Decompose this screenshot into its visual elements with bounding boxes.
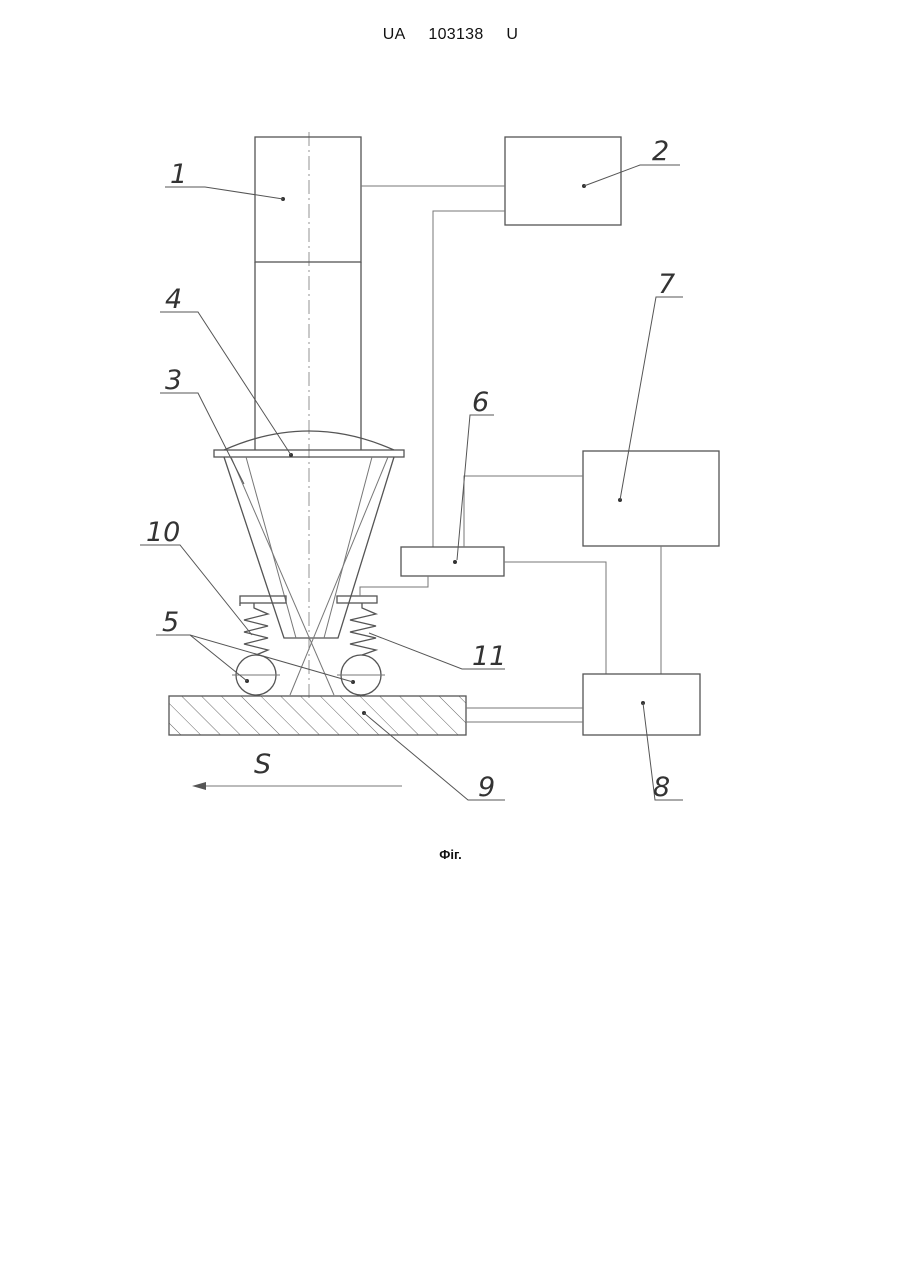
link-6-mount [360,576,428,596]
ref-label-6: 6 [472,387,489,418]
ref-label-8: 8 [653,772,670,803]
workpiece-9 [169,696,466,735]
spring-11 [350,603,376,655]
leader-3 [160,393,244,484]
block-8 [583,674,700,735]
direction-label: S [254,749,271,780]
ref-label-1: 1 [170,159,187,190]
laser-head-1 [255,137,361,450]
figure-caption: Фіг. [0,847,901,862]
link-6-7 [464,476,583,547]
ref-label-2: 2 [652,136,669,167]
leader-7 [620,297,683,500]
ref-label-5: 5 [162,607,179,638]
block-7 [583,451,719,546]
link-2-6 [433,211,505,547]
ref-label-11: 11 [472,641,506,672]
ref-label-10: 10 [146,517,180,548]
ref-label-4: 4 [165,284,182,315]
beam-ray-left [231,457,334,695]
leader-6 [457,415,494,560]
ref-label-3: 3 [165,365,182,396]
leader-10 [140,545,252,635]
link-6-8 [504,562,606,674]
roller-5-right [337,655,385,695]
block-2 [505,137,621,225]
ref-label-7: 7 [658,269,675,300]
block-6 [401,547,504,576]
direction-arrow [192,782,402,790]
mount-plate-right [337,596,377,603]
mount-plate-left [240,596,286,606]
leader-5a [156,635,247,681]
leader-2 [584,165,680,186]
ref-label-9: 9 [478,772,495,803]
